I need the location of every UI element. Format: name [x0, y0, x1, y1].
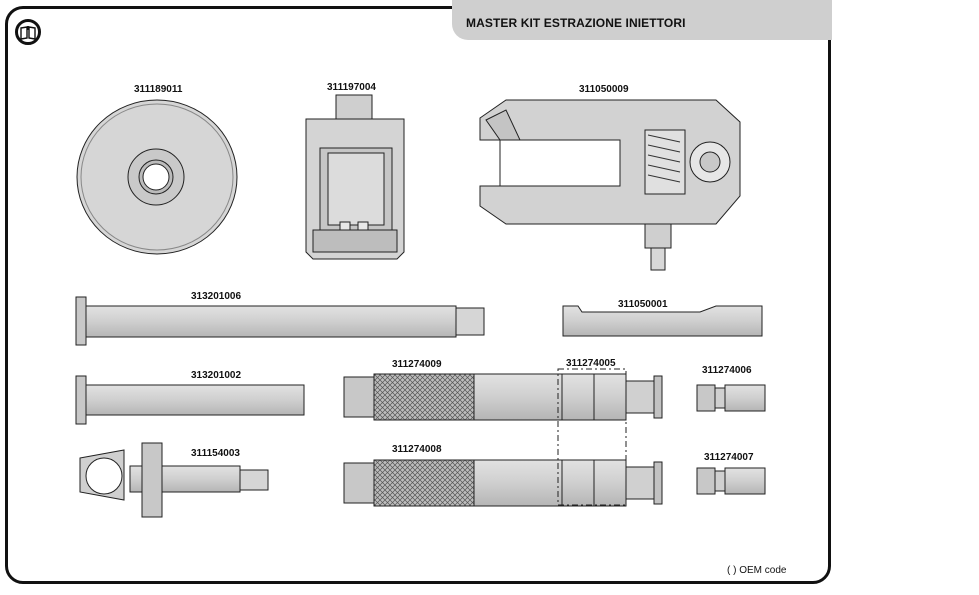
code-311189011: 311189011	[134, 84, 183, 95]
code-311274007: 311274007	[704, 452, 754, 463]
rod-313201006	[75, 296, 485, 346]
code-311050001: 311050001	[618, 299, 668, 310]
tool-311274008	[343, 459, 663, 507]
code-313201006: 313201006	[191, 291, 242, 302]
code-311274006: 311274006	[702, 365, 752, 376]
bridge-311197004	[305, 94, 405, 260]
rod-313201002	[75, 375, 305, 425]
disc-311189011	[76, 99, 238, 255]
clamp-311154003	[79, 442, 269, 518]
fork-311050009	[479, 99, 741, 271]
code-311197004: 311197004	[327, 82, 376, 93]
kit-title: MASTER KIT ESTRAZIONE INIETTORI	[466, 16, 686, 30]
code-311274009: 311274009	[392, 359, 442, 370]
code-311274005: 311274005	[566, 358, 616, 369]
adapter-311274007	[696, 467, 766, 495]
tool-311274009	[343, 373, 663, 421]
code-313201002: 313201002	[191, 370, 242, 381]
oem-code-note: ( ) OEM code	[727, 565, 787, 576]
info-book-icon[interactable]	[15, 19, 41, 45]
bar-311050001	[562, 305, 763, 337]
code-311154003: 311154003	[191, 448, 240, 459]
adapter-311274006	[696, 384, 766, 412]
title-tab	[452, 0, 832, 40]
code-311050009: 311050009	[579, 84, 629, 95]
bracket-311274005	[557, 368, 627, 506]
code-311274008: 311274008	[392, 444, 442, 455]
